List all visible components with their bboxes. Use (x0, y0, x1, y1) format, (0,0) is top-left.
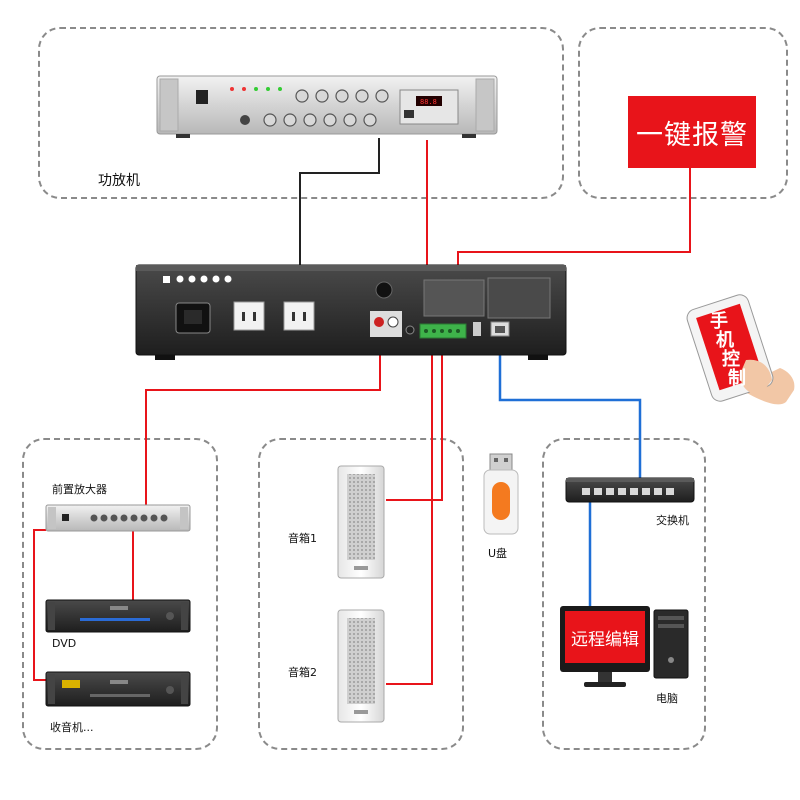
preamp-label: 前置放大器 (52, 483, 107, 496)
remote-edit-label: 远程编辑 (571, 630, 639, 650)
radio-label: 收音机... (50, 721, 94, 734)
switch-label: 交换机 (656, 514, 689, 527)
svg-text:88.8: 88.8 (420, 98, 437, 106)
phone-control-char-4: 制 (728, 368, 746, 389)
dvd-label: DVD (52, 637, 77, 650)
computer-label: 电脑 (656, 692, 678, 705)
network-switch (565, 477, 695, 503)
amplifier-feet (176, 134, 476, 138)
power-wire (299, 138, 380, 305)
speaker-2 (337, 609, 385, 723)
radio-device (45, 671, 191, 707)
preamp-device (45, 504, 191, 532)
speaker2-label: 音箱2 (288, 666, 317, 679)
usb-drive (483, 453, 519, 535)
phone-control-char-3: 控 (722, 349, 740, 370)
amplifier-device: 88.8 (156, 75, 498, 135)
phone-device (686, 294, 795, 405)
controller-feet (155, 355, 548, 360)
alarm-button: 一键报警 (628, 96, 756, 168)
controller-device (135, 264, 567, 356)
usb-label: U盘 (488, 547, 508, 560)
source-group-box (22, 438, 218, 750)
speaker-1 (337, 465, 385, 579)
network-group-box (542, 438, 706, 750)
amplifier-label: 功放机 (98, 173, 140, 189)
alarm-group-box (578, 27, 788, 199)
computer (560, 606, 689, 687)
dvd-device (45, 599, 191, 633)
speaker-group-box (258, 438, 464, 750)
phone-control-char-1: 手 (710, 311, 728, 332)
audio-wires (33, 140, 691, 685)
phone-control-char-2: 机 (716, 330, 734, 351)
speaker1-label: 音箱1 (288, 532, 317, 545)
network-wires (498, 330, 642, 606)
